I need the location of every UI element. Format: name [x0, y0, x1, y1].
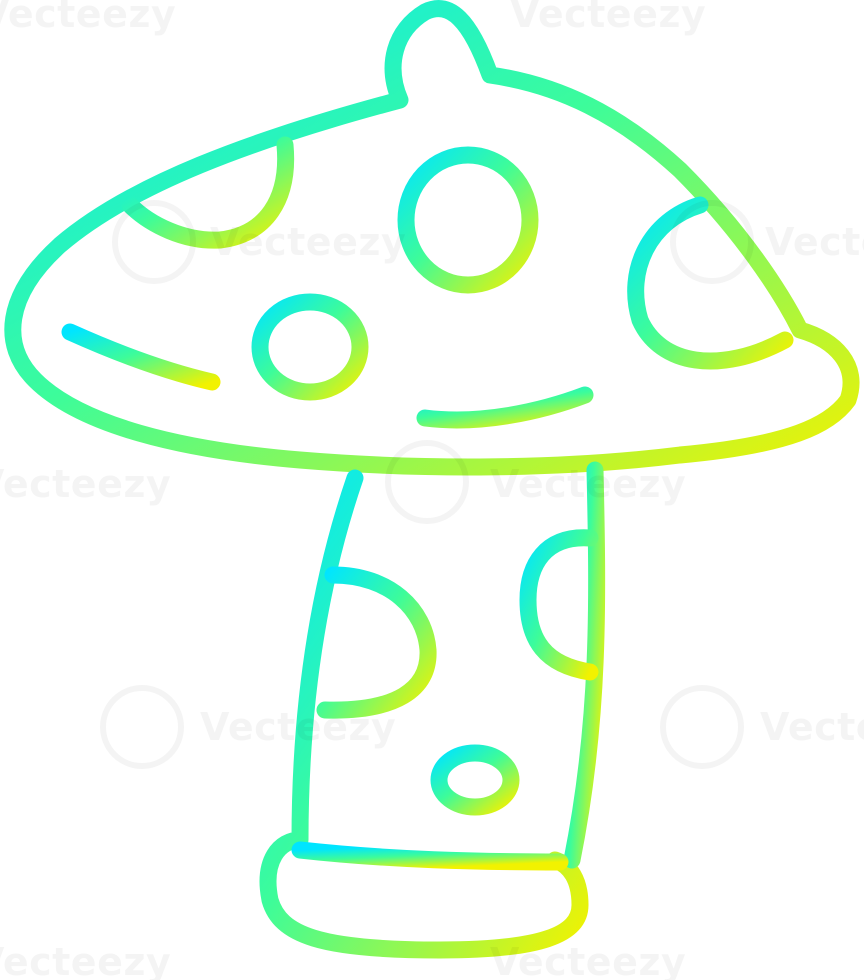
stem-spot-small	[430, 744, 520, 816]
cap-stroke-bottom	[416, 386, 594, 429]
cap-stroke-left	[61, 323, 221, 391]
stem-spot-left	[316, 566, 437, 719]
stem-spot-right	[519, 529, 599, 681]
mushroom-cap-outline	[4, 0, 860, 476]
cap-spot-center	[397, 146, 539, 294]
cap-spot-top-left	[121, 136, 295, 249]
cap-spot-small	[251, 293, 369, 401]
mushroom-stem-base-line	[291, 841, 569, 871]
mushroom-stem-left	[259, 469, 589, 959]
mushroom-stem-right	[563, 461, 606, 869]
cap-spot-right	[627, 196, 794, 370]
